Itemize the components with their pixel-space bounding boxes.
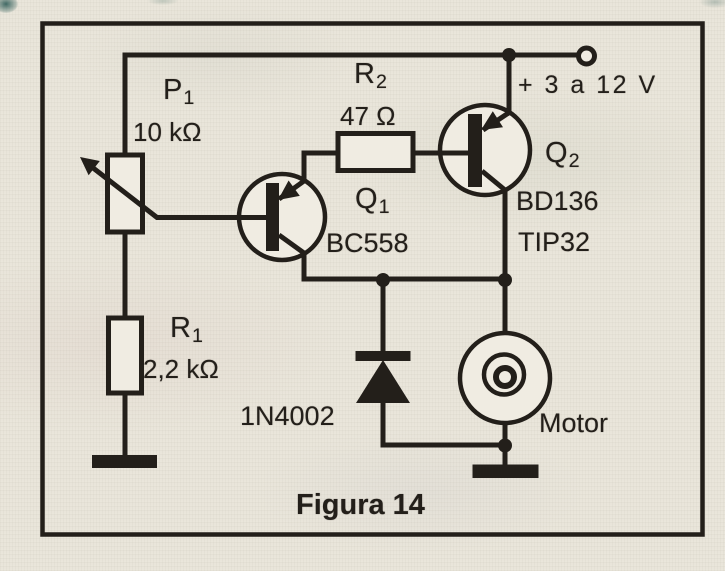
p1-ref-sub: 1 xyxy=(183,86,195,109)
wiper-arrow-icon xyxy=(80,157,100,176)
wire-q1-collector-rail xyxy=(301,252,505,282)
q2-ref-label: Q2 xyxy=(545,137,580,171)
r1-value-label: 2,2 kΩ xyxy=(143,354,219,384)
q1-collector-line xyxy=(277,232,306,256)
q1-part-label: BC558 xyxy=(326,228,409,258)
q1-ref-label: Q1 xyxy=(355,183,390,217)
r2-value-label: 47 Ω xyxy=(340,101,396,131)
wire-top-rail xyxy=(122,52,578,155)
figure-caption: Figura 14 xyxy=(296,489,425,521)
figure-border xyxy=(40,21,705,537)
r2-ref: R xyxy=(354,58,375,90)
ground-icon-left xyxy=(92,455,157,468)
diode-d1-symbol xyxy=(355,351,411,403)
p1-ref: P xyxy=(163,74,183,106)
r2-ref-sub: 2 xyxy=(375,70,387,93)
q1-emitter-arrow-icon xyxy=(278,180,300,200)
motor-m1-symbol xyxy=(457,330,553,426)
diode-cathode-bar xyxy=(355,351,411,361)
r1-ref-sub: 1 xyxy=(191,324,203,347)
resistor-r2-symbol xyxy=(335,131,416,173)
q2-emitter-arrow-icon xyxy=(481,111,503,130)
r2-ref-label: R2 xyxy=(354,58,387,92)
diode-triangle xyxy=(356,360,410,403)
junction-dot xyxy=(498,273,512,287)
p1-ref-label: P1 xyxy=(163,74,194,108)
motor-label: Motor xyxy=(539,408,609,438)
junction-dot xyxy=(502,48,516,62)
q2-ref: Q xyxy=(545,137,568,169)
wire-q1-emitter-to-r2 xyxy=(301,150,338,182)
q2-collector-line xyxy=(480,169,507,192)
p1-value-label: 10 kΩ xyxy=(133,117,202,147)
r1-ref-label: R1 xyxy=(170,312,203,346)
q2-alt-part-label: TIP32 xyxy=(518,227,591,257)
supply-terminal-icon xyxy=(576,45,597,67)
wire-diode-to-motor-bottom xyxy=(380,402,505,448)
ground-icon-right xyxy=(472,464,539,478)
resistor-r1-symbol xyxy=(106,315,144,396)
junction-dot xyxy=(498,438,512,453)
q2-ref-sub: 2 xyxy=(568,149,580,172)
transistor-q2-symbol xyxy=(437,102,533,198)
motor-middle-circle xyxy=(481,352,527,397)
supply-voltage-label: + 3 a 12 V xyxy=(518,71,658,99)
d1-part-label: 1N4002 xyxy=(240,401,335,431)
motor-shaft-circle xyxy=(493,365,517,389)
q1-ref: Q xyxy=(355,183,378,215)
q2-part-label: BD136 xyxy=(516,186,599,216)
transistor-q1-base-bar xyxy=(266,183,279,251)
r1-ref: R xyxy=(170,312,191,344)
q1-ref-sub: 1 xyxy=(378,195,390,218)
transistor-q2-base-bar xyxy=(468,114,482,187)
motor-outer-circle xyxy=(457,330,553,426)
